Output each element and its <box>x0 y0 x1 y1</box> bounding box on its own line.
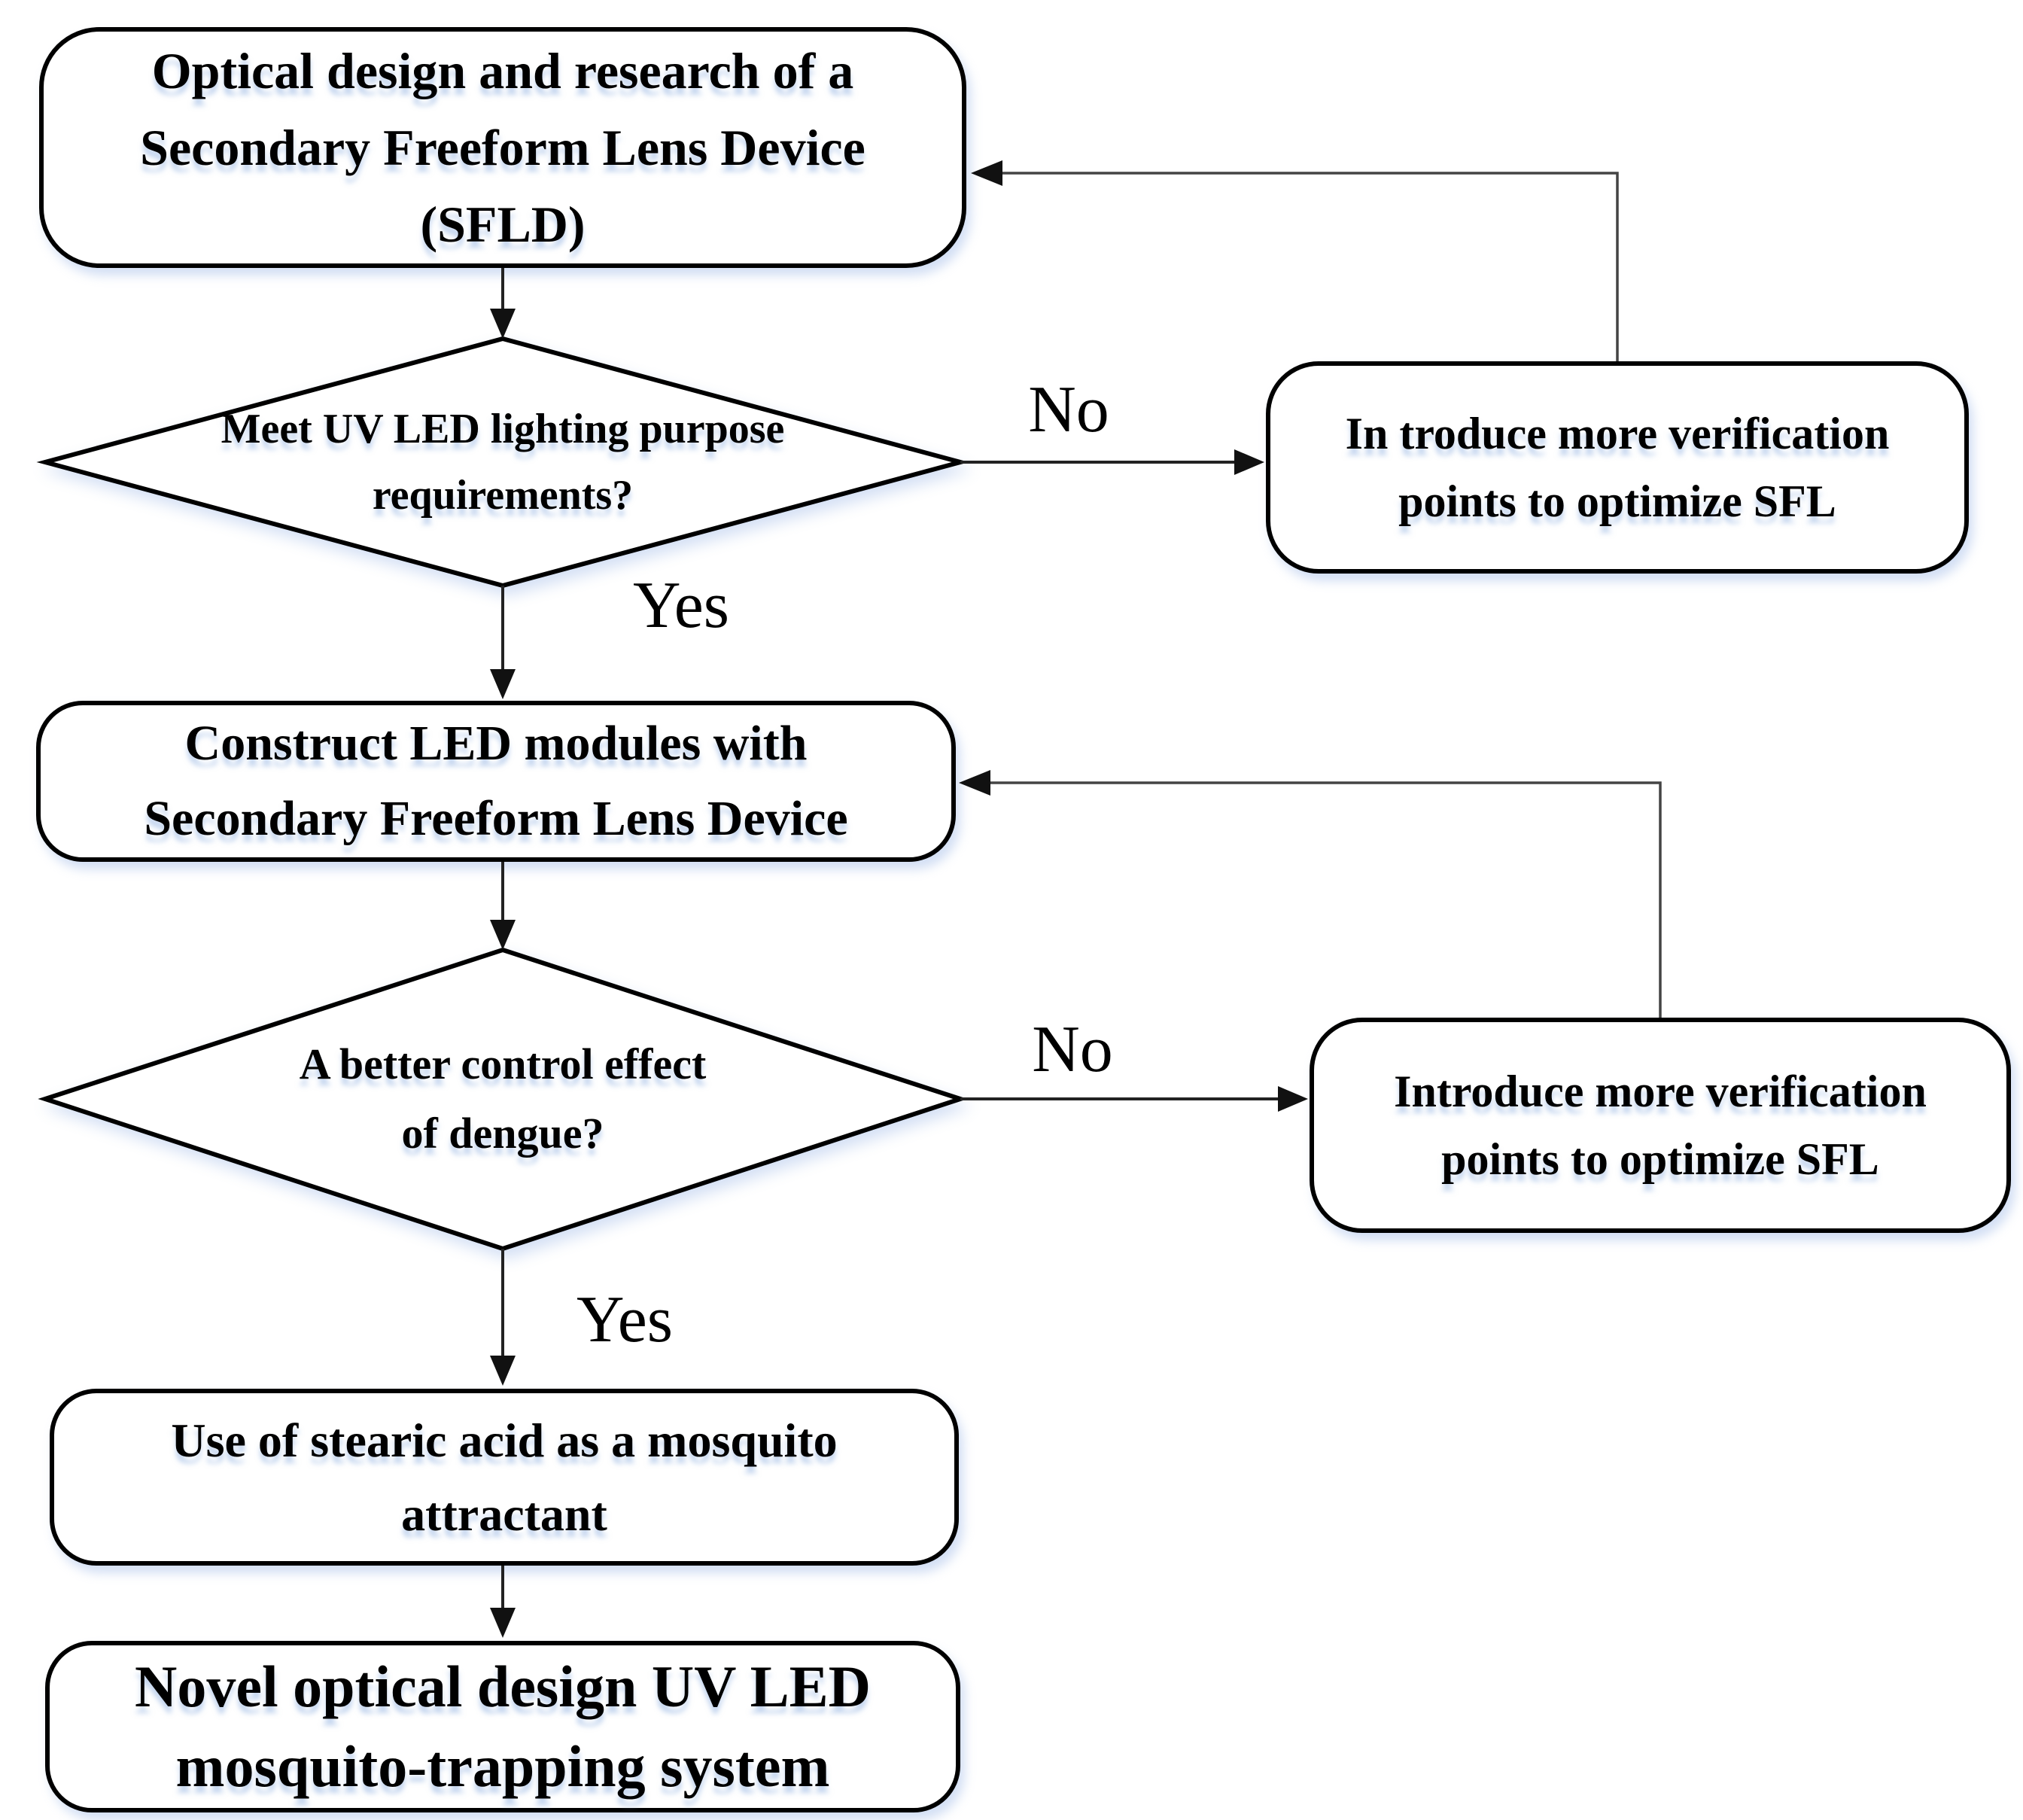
decision1-line: Meet UV LED lighting purpose <box>221 406 785 452</box>
node-attractant: Use of stearic acid as a mosquito attrac… <box>50 1389 959 1566</box>
node-result-line: Novel optical design UV LED <box>135 1654 871 1719</box>
node-result-line: mosquito-trapping system <box>175 1733 830 1799</box>
node-start-line: Optical design and research of a <box>151 42 854 99</box>
node-optimize1: In troduce more verification points to o… <box>1266 361 1969 574</box>
node-result: Novel optical design UV LED mosquito-tra… <box>45 1641 960 1812</box>
decision1-no-label: No <box>1028 373 1109 446</box>
decision2-no-label: No <box>1032 1013 1113 1086</box>
decision2-line: A better control effect <box>299 1039 707 1088</box>
node-construct-line: Secondary Freeform Lens Device <box>144 791 848 846</box>
node-start-line: (SFLD) <box>420 196 586 253</box>
decision2-line: of dengue? <box>401 1109 604 1158</box>
node-attractant-line: attractant <box>401 1487 607 1541</box>
node-attractant-line: Use of stearic acid as a mosquito <box>171 1413 838 1467</box>
node-optimize1-line: points to optimize SFL <box>1398 476 1836 526</box>
decision1-text: Meet UV LED lighting purpose requirement… <box>126 390 879 534</box>
node-optimize2-line: Introduce more verification <box>1394 1067 1927 1116</box>
node-start: Optical design and research of a Seconda… <box>39 27 966 268</box>
decision2-yes-label: Yes <box>576 1283 674 1356</box>
decision1-line: requirements? <box>372 472 634 519</box>
node-optimize2-line: points to optimize SFL <box>1441 1134 1879 1184</box>
node-optimize1-line: In troduce more verification <box>1345 409 1890 458</box>
node-optimize2: Introduce more verification points to op… <box>1310 1018 2011 1233</box>
node-construct-line: Construct LED modules with <box>184 716 808 771</box>
node-construct: Construct LED modules with Secondary Fre… <box>36 701 956 862</box>
decision1-yes-label: Yes <box>632 569 730 642</box>
node-start-line: Secondary Freeform Lens Device <box>140 119 865 176</box>
decision2-text: A better control effect of dengue? <box>126 1030 879 1168</box>
